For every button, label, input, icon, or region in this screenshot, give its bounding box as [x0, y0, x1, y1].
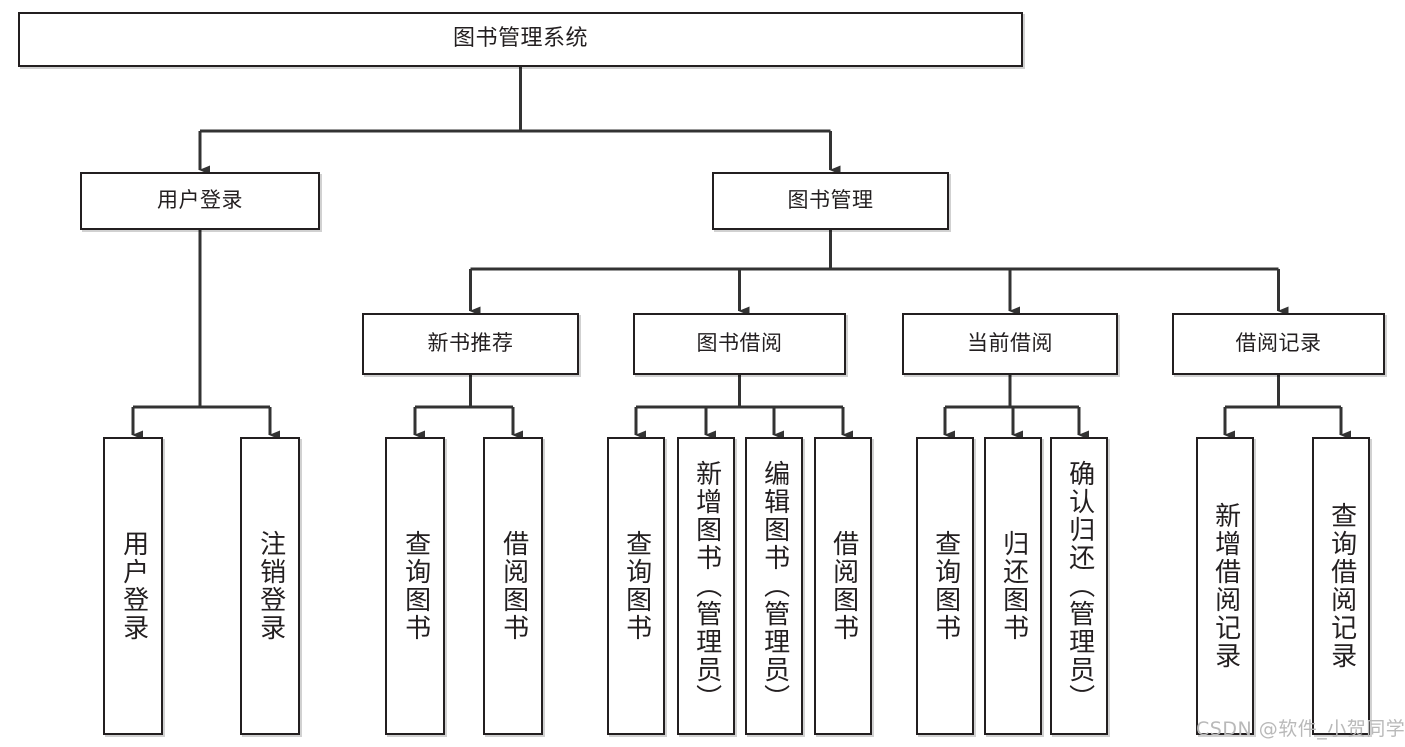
node-l-re-query[interactable]: 查询借阅记录: [1312, 437, 1370, 735]
node-l-re-add[interactable]: 新增借阅记录: [1196, 437, 1254, 735]
node-l-bo-query[interactable]: 查询图书: [607, 437, 665, 735]
node-label: 借阅图书: [498, 530, 529, 642]
node-label: 查询图书: [400, 530, 431, 642]
node-label: 图书管理: [787, 188, 874, 213]
node-label: 查询图书: [621, 530, 652, 642]
node-label: 注销登录: [255, 530, 286, 642]
node-l-nb-borrow[interactable]: 借阅图书: [483, 437, 543, 735]
node-label: 确认归还（管理员）: [1064, 460, 1095, 712]
node-label: 图书管理系统: [452, 26, 588, 52]
node-records[interactable]: 借阅记录: [1172, 313, 1385, 375]
watermark-text: CSDN @软件_小贺同学: [1196, 718, 1405, 740]
node-label: 用户登录: [118, 530, 149, 642]
node-l-cu-return[interactable]: 归还图书: [984, 437, 1042, 735]
node-root[interactable]: 图书管理系统: [18, 12, 1023, 67]
node-l-cu-confirm[interactable]: 确认归还（管理员）: [1050, 437, 1108, 735]
node-label: 新增借阅记录: [1210, 502, 1241, 670]
node-label: 新书推荐: [427, 331, 514, 356]
node-label: 用户登录: [157, 188, 243, 213]
node-current[interactable]: 当前借阅: [902, 313, 1118, 375]
node-borrow[interactable]: 图书借阅: [633, 313, 846, 375]
node-label: 当前借阅: [967, 331, 1053, 356]
node-login[interactable]: 用户登录: [80, 172, 320, 230]
node-label: 借阅图书: [828, 530, 859, 642]
node-l-bo-add[interactable]: 新增图书（管理员）: [677, 437, 735, 735]
edge-group: [131, 67, 1351, 440]
node-l-nb-query[interactable]: 查询图书: [385, 437, 445, 735]
node-label: 归还图书: [998, 530, 1029, 642]
node-l-logout[interactable]: 注销登录: [240, 437, 300, 735]
node-l-bo-borrow[interactable]: 借阅图书: [814, 437, 872, 735]
node-l-bo-edit[interactable]: 编辑图书（管理员）: [745, 437, 803, 735]
node-label: 图书借阅: [696, 331, 783, 356]
node-label: 查询图书: [930, 530, 961, 642]
node-bookmgmt[interactable]: 图书管理: [712, 172, 949, 230]
node-l-cu-query[interactable]: 查询图书: [916, 437, 974, 735]
node-label: 借阅记录: [1235, 331, 1322, 356]
node-label: 编辑图书（管理员）: [759, 460, 790, 712]
node-label: 新增图书（管理员）: [691, 460, 722, 712]
node-label: 查询借阅记录: [1326, 502, 1357, 670]
node-l-userlogin[interactable]: 用户登录: [103, 437, 163, 735]
node-newbook[interactable]: 新书推荐: [362, 313, 579, 375]
